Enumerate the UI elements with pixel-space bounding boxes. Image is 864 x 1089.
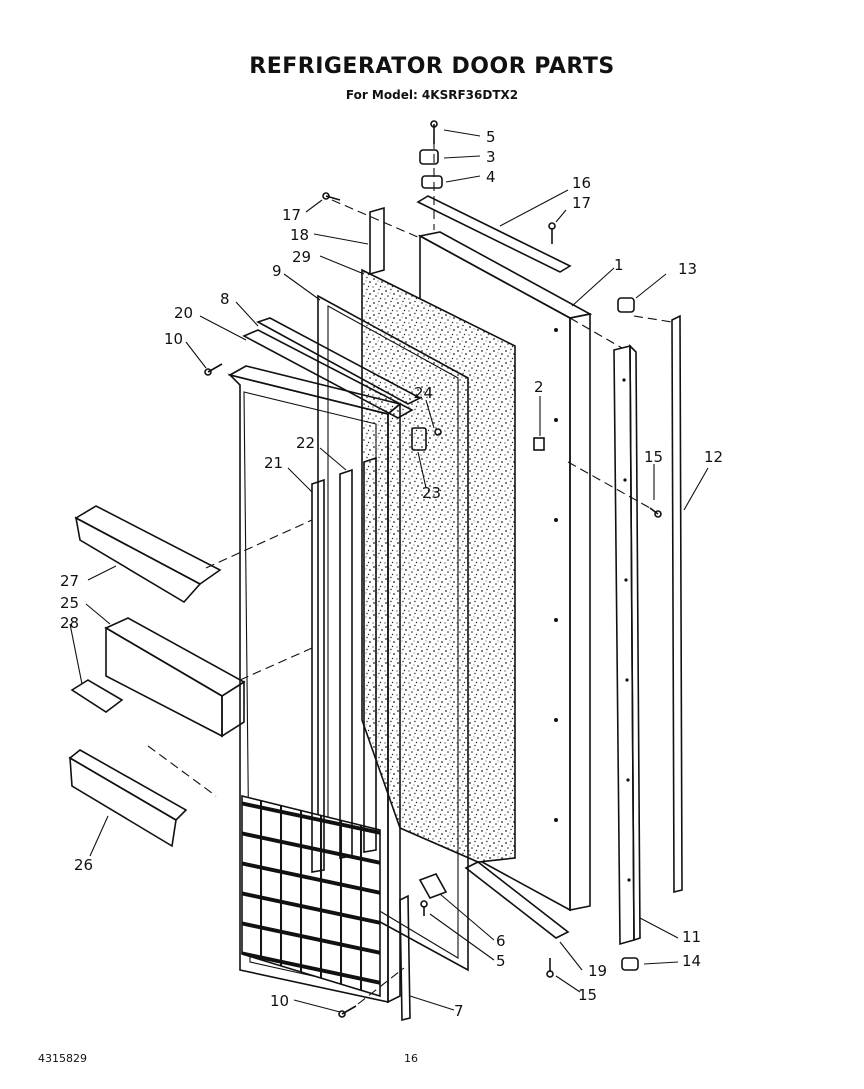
callout-9: 9 bbox=[272, 262, 282, 280]
callout-7: 7 bbox=[454, 1002, 464, 1020]
page-number: 16 bbox=[404, 1052, 418, 1065]
callout-leaders bbox=[69, 129, 709, 1013]
callout-13: 13 bbox=[678, 260, 697, 278]
callout-10-bottom: 10 bbox=[270, 992, 289, 1010]
callout-15-mid: 15 bbox=[644, 448, 663, 466]
breaker-strip-left bbox=[311, 456, 377, 873]
assembly-guide-lines bbox=[147, 140, 673, 1005]
bottom-cap bbox=[621, 957, 639, 971]
callout-25: 25 bbox=[60, 594, 79, 612]
callout-5-top: 5 bbox=[486, 128, 496, 146]
callout-19: 19 bbox=[588, 962, 607, 980]
fastener-icon bbox=[204, 363, 662, 1018]
callout-3: 3 bbox=[486, 148, 496, 166]
callout-21: 21 bbox=[264, 454, 283, 472]
callout-18: 18 bbox=[290, 226, 309, 244]
doc-number: 4315829 bbox=[38, 1052, 87, 1065]
door-insulation bbox=[361, 268, 516, 863]
hinge-trim bbox=[369, 206, 385, 276]
model-line: For Model: 4KSRF36DTX2 bbox=[345, 88, 519, 102]
callout-8: 8 bbox=[220, 290, 230, 308]
callout-27: 27 bbox=[60, 572, 79, 590]
handle-trim bbox=[613, 344, 641, 946]
liner-shelf-ribs bbox=[241, 794, 381, 998]
callout-6: 6 bbox=[496, 932, 506, 950]
dispenser-housing bbox=[104, 617, 246, 738]
callout-15-bottom: 15 bbox=[578, 986, 597, 1004]
callout-24: 24 bbox=[414, 384, 433, 402]
callout-1: 1 bbox=[614, 256, 624, 274]
callout-17-right: 17 bbox=[572, 194, 591, 212]
door-gasket bbox=[317, 294, 469, 972]
callout-5-bottom: 5 bbox=[496, 952, 506, 970]
callout-10-top: 10 bbox=[164, 330, 183, 348]
screw-icon bbox=[322, 192, 556, 244]
page-title: REFRIGERATOR DOOR PARTS bbox=[249, 54, 615, 79]
callout-28: 28 bbox=[60, 614, 79, 632]
lower-breaker-strip bbox=[399, 894, 411, 1022]
callout-4: 4 bbox=[486, 168, 496, 186]
top-trim-strip bbox=[242, 317, 422, 419]
callout-20: 20 bbox=[174, 304, 193, 322]
door-handle bbox=[671, 314, 683, 894]
callout-labels: 5 3 4 16 17 17 18 29 9 8 20 10 1 13 2 24… bbox=[60, 128, 723, 1020]
drip-tray bbox=[70, 679, 124, 713]
callout-12: 12 bbox=[704, 448, 723, 466]
callout-29: 29 bbox=[292, 248, 311, 266]
callout-2: 2 bbox=[534, 378, 544, 396]
top-hinge-assembly bbox=[416, 120, 572, 273]
callout-22: 22 bbox=[296, 434, 315, 452]
shelf-front bbox=[68, 749, 188, 848]
bottom-hinge-assembly bbox=[418, 873, 448, 916]
callout-17-left: 17 bbox=[282, 206, 301, 224]
callout-11: 11 bbox=[682, 928, 701, 946]
callout-23: 23 bbox=[422, 484, 441, 502]
bottom-trim bbox=[464, 861, 570, 939]
callout-14: 14 bbox=[682, 952, 701, 970]
end-cap bbox=[617, 297, 635, 313]
door-bin bbox=[74, 505, 222, 604]
callout-26: 26 bbox=[74, 856, 93, 874]
callout-16: 16 bbox=[572, 174, 591, 192]
